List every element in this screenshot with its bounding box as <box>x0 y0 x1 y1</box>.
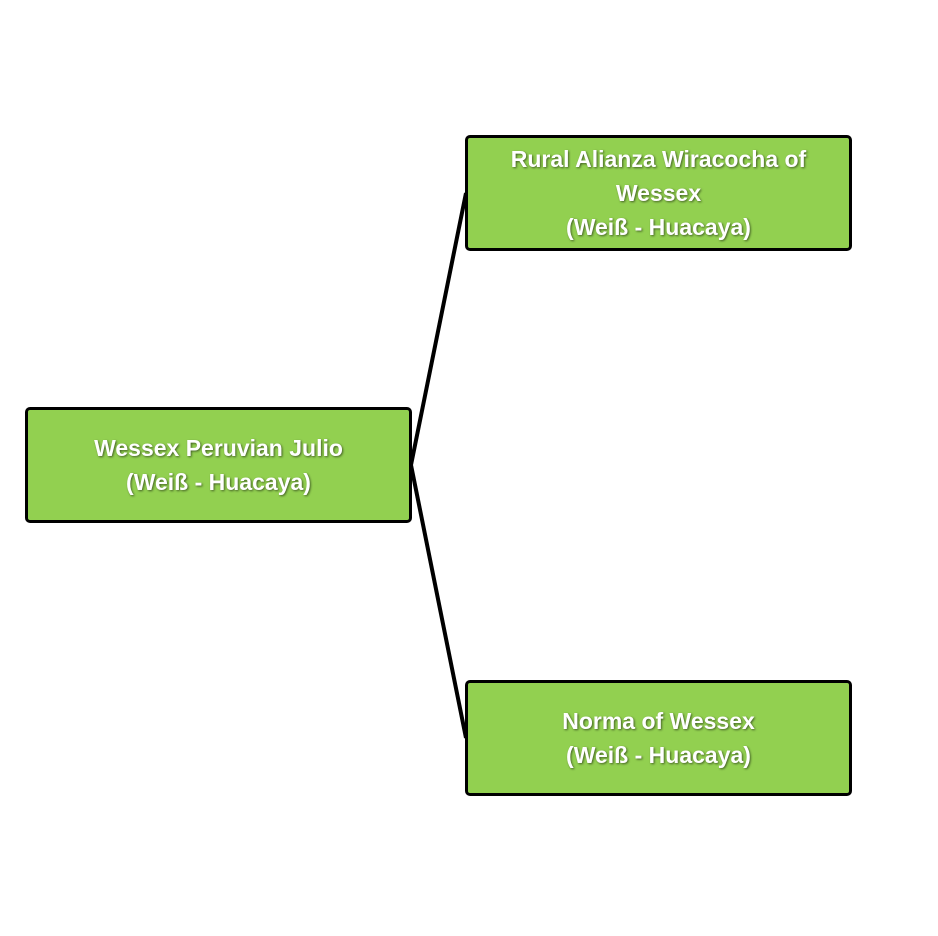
node-root-name: Wessex Peruvian Julio <box>94 435 343 461</box>
node-dam-name: Norma of Wessex <box>562 708 755 734</box>
node-sire-name: Rural Alianza Wiracocha of Wessex <box>510 146 807 206</box>
node-dam-detail: (Weiß - Huacaya) <box>566 742 751 768</box>
node-sire[interactable]: Rural Alianza Wiracocha of Wessex (Weiß … <box>465 135 852 251</box>
node-dam[interactable]: Norma of Wessex (Weiß - Huacaya) <box>465 680 852 796</box>
node-sire-detail: (Weiß - Huacaya) <box>566 214 751 240</box>
node-root-detail: (Weiß - Huacaya) <box>126 469 311 495</box>
node-root-animal[interactable]: Wessex Peruvian Julio (Weiß - Huacaya) <box>25 407 412 523</box>
connector-root-to-sire <box>409 192 468 466</box>
connector-root-to-dam <box>409 464 468 739</box>
